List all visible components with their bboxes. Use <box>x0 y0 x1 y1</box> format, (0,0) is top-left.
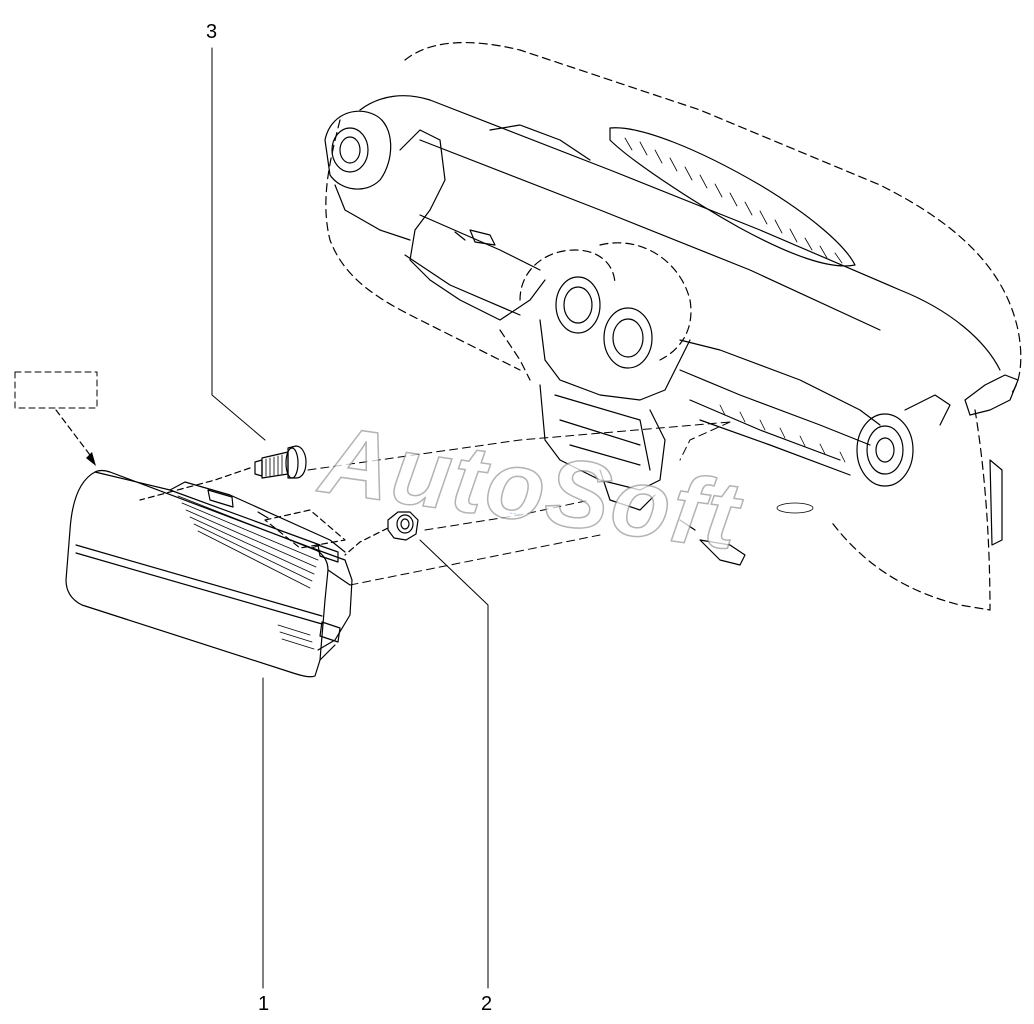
dashboard-assembly <box>324 41 1022 611</box>
callout-2: 2 <box>481 993 493 1015</box>
callout-1: 1 <box>258 993 270 1015</box>
nut <box>344 511 419 556</box>
reference-box <box>14 371 98 466</box>
airbag-module <box>65 469 353 678</box>
callout-3: 3 <box>206 21 218 43</box>
assembly-guides <box>307 421 731 586</box>
bolt <box>139 445 307 501</box>
leader-lines <box>211 47 489 989</box>
